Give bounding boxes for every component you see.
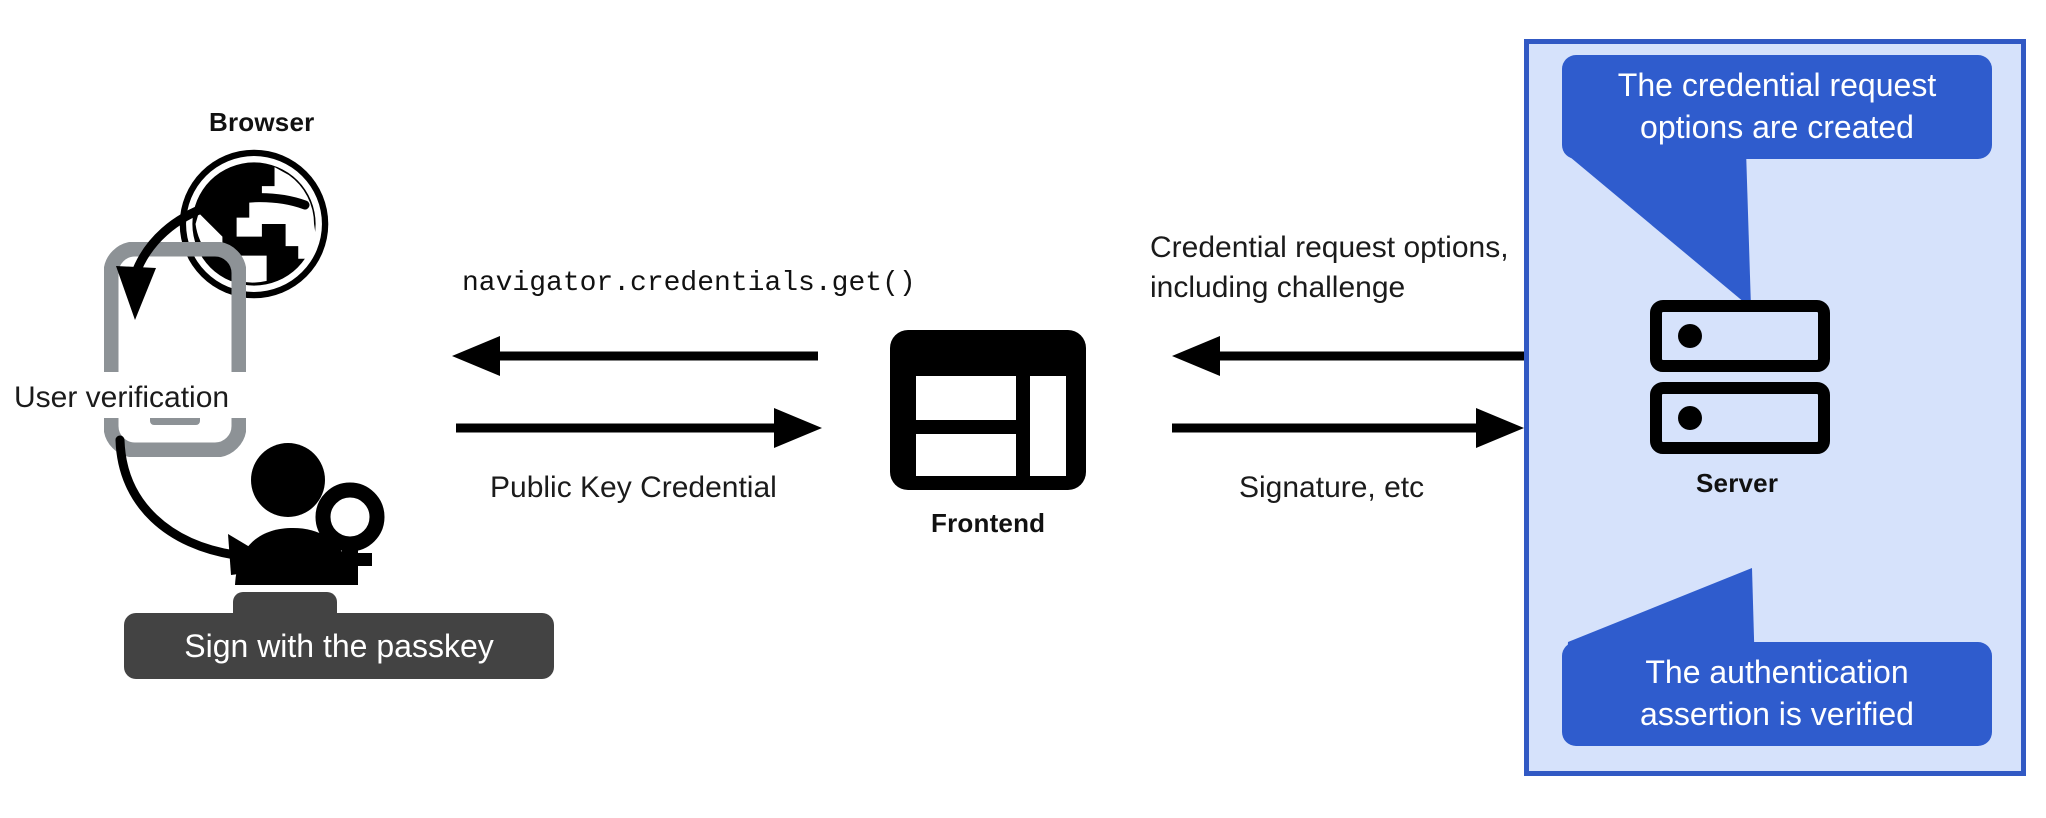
- server-racks-icon: [1650, 300, 1830, 454]
- server-callout-top: The credential request options are creat…: [1562, 55, 1992, 159]
- web-layout-icon: [890, 330, 1086, 490]
- person-with-key-icon: [235, 440, 385, 585]
- server-inbound-arrow: [1172, 334, 1524, 378]
- credential-request-options-label: Credential request options, including ch…: [1150, 231, 1509, 304]
- server-callout-bottom: The authentication assertion is verified: [1562, 642, 1992, 746]
- navigator-credentials-get-label: navigator.credentials.get(): [462, 268, 916, 299]
- browser-inbound-arrow: [452, 334, 822, 378]
- frontend-label: Frontend: [931, 508, 1046, 538]
- server-callout-top-pointer: [1556, 150, 1816, 310]
- user-verification-label: User verification: [14, 381, 230, 414]
- browser-label: Browser: [209, 107, 315, 137]
- server-outbound-arrow: [1172, 406, 1524, 450]
- server-label: Server: [1696, 468, 1779, 498]
- passkey-tooltip: Sign with the passkey: [124, 613, 554, 679]
- globe-icon: [175, 145, 333, 303]
- signature-etc-label: Signature, etc: [1239, 471, 1425, 504]
- public-key-credential-label: Public Key Credential: [490, 471, 777, 504]
- browser-outbound-arrow: [452, 406, 822, 450]
- user-verification-text-backdrop: [0, 372, 258, 418]
- browser-to-device-arrow: [100, 180, 320, 360]
